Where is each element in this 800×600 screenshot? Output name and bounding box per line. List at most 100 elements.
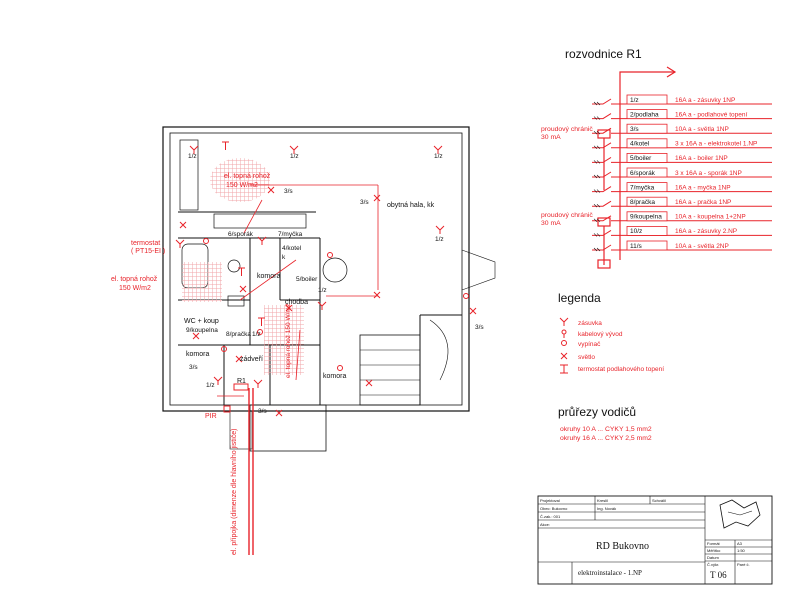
- circuit-description: 16A a - myčka 1NP: [675, 184, 731, 191]
- breaker-tick: [593, 189, 601, 193]
- breaker-icon: [592, 156, 620, 163]
- socket-icon: [257, 236, 267, 245]
- tb-field: Měřítko: [707, 548, 721, 553]
- breaker-tick: [593, 203, 601, 208]
- heat-mat-label-3: el. topná rohož 150 W/m2: [285, 303, 292, 378]
- socket-icon: [253, 379, 263, 388]
- circuit-id-box: [626, 152, 668, 163]
- circuit-tag: 1/z: [318, 287, 327, 294]
- socket-icon: [175, 239, 185, 248]
- circuit-row: 2/podlaha 16A a - podlahové topení: [592, 109, 772, 120]
- plan-labels: obytná hala, kk komora chodba WC + koup …: [111, 153, 484, 555]
- room-komora: komora: [257, 273, 280, 280]
- circuit-id: 10/z: [630, 228, 642, 235]
- breaker-tick: [593, 101, 601, 106]
- title-block-text: Projektoval Kreslil Schválil Obec: Bukov…: [540, 498, 750, 580]
- thermostat-model: ( PT15-EI ): [131, 248, 165, 255]
- circuit-tag-kotel-k: k: [282, 254, 286, 261]
- socket-icon: [213, 376, 223, 385]
- rcd-current-2: 30 mA: [541, 220, 561, 227]
- light-icon: [267, 186, 275, 194]
- circuit-tag-pracka: 8/pračka: [226, 331, 251, 338]
- switch-icon: [337, 365, 343, 371]
- rcd-current: 30 mA: [541, 134, 561, 141]
- light-icon: [560, 352, 568, 360]
- circuit-description: 16A a - zásuvky 2.NP: [675, 228, 737, 235]
- circuit-tag-mycka: 7/myčka: [278, 231, 303, 238]
- socket-icon: [189, 145, 199, 154]
- heat-mat-label: el. topná rohož: [224, 173, 271, 180]
- circuit-id-box: [626, 123, 668, 134]
- circuit-tag: 3/s: [360, 199, 369, 206]
- legend-label: kabelový vývod: [578, 331, 623, 338]
- circuit-description: 10A a - koupelna 1+2NP: [675, 214, 746, 221]
- switch-icon: [257, 329, 263, 335]
- circuit-row: 11/s 10A a - světla 2NP: [592, 240, 772, 252]
- sheet-number: T 06: [710, 570, 727, 580]
- title-block: [537, 495, 773, 585]
- circuit-tag: 3/s: [189, 364, 198, 371]
- drawing-name: elektroinstalace - 1.NP: [578, 569, 642, 577]
- breaker-icon: [592, 229, 620, 236]
- light-icon: [285, 304, 293, 312]
- circuit-row: 10/z 16A a - zásuvky 2.NP: [592, 225, 772, 237]
- switch-icon: [327, 252, 333, 258]
- circuit-description: 16A a - zásuvky 1NP: [675, 97, 735, 104]
- breaker-icon: [592, 127, 620, 134]
- circuit-tag-sporak: 6/sporák: [228, 231, 254, 238]
- circuit-id: 5/boiler: [630, 155, 652, 162]
- circuit-tag: 1/z: [206, 382, 215, 389]
- panel-schematic: rozvodnice R1 proudový chránič 30 mA pro…: [541, 47, 772, 269]
- circuit-tag-kotel: 4/kotel: [282, 245, 302, 252]
- thermostat-icon: [222, 141, 229, 150]
- legend-title: legenda: [558, 291, 601, 305]
- legend-label: vypínač: [578, 341, 601, 348]
- heat-mat-power: 150 W/m2: [226, 182, 258, 189]
- circuit-id: 3/s: [630, 126, 639, 133]
- circuit-id: 7/myčka: [630, 184, 655, 191]
- light-icon: [235, 355, 243, 363]
- circuit-id-box: [626, 167, 668, 178]
- heat-mat-power-2: 150 W/m2: [119, 285, 151, 292]
- circuit-description: 10A a - světla 2NP: [675, 243, 729, 250]
- breaker-tick: [593, 174, 601, 179]
- legend-label: světlo: [578, 354, 595, 361]
- light-icon: [179, 221, 187, 229]
- tb-field: Obec: Bukovno: [540, 506, 568, 511]
- tb-field: Formát: [707, 541, 721, 546]
- pir-sensor: [223, 405, 231, 413]
- room-komora-2: komora: [186, 351, 209, 358]
- circuit-id-box: [626, 182, 668, 193]
- circuit-description: 16A a - podlahové topení: [675, 111, 747, 118]
- light-icon: [373, 194, 381, 202]
- tb-field: Schválil: [652, 498, 666, 503]
- wire-size-line: okruhy 16 A ... CYKY 2,5 mm2: [560, 435, 652, 442]
- legend-label: zásuvka: [578, 320, 602, 327]
- heating-mats: [182, 158, 304, 375]
- tb-field: 1:50: [737, 548, 746, 553]
- room-chodba: chodba: [285, 299, 308, 306]
- thermostat-icon: [238, 267, 245, 276]
- breaker-icon: [592, 98, 620, 105]
- circuit-id: 11/s: [630, 243, 643, 250]
- tb-field: Č.výkr.: [707, 562, 719, 567]
- circuit-id: 2/podlaha: [630, 111, 659, 118]
- light-icon: [239, 285, 247, 293]
- breaker-tick: [593, 233, 601, 237]
- circuit-description: 3 x 16A a - elektrokotel 1.NP: [675, 141, 757, 148]
- room-hall: obytná hala, kk: [387, 202, 435, 209]
- switch-icon: [203, 238, 209, 244]
- room-komora-3: komora: [323, 373, 346, 380]
- thermostat-label: termostat: [131, 240, 160, 247]
- socket-icon: [435, 225, 445, 234]
- tb-field: A3: [737, 541, 743, 546]
- switch-icon: [221, 346, 227, 352]
- tb-field: Datum: [707, 555, 719, 560]
- breaker-tick: [593, 218, 601, 223]
- switch-icon: [463, 293, 469, 299]
